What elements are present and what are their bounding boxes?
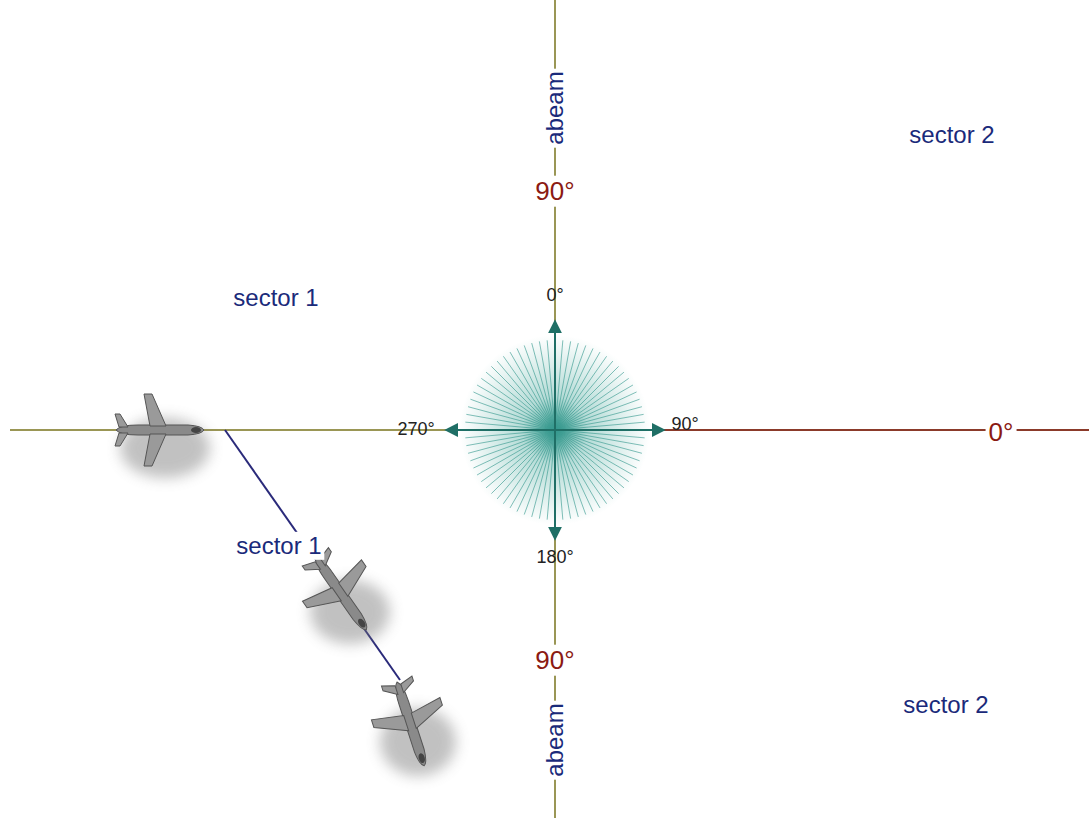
angle-label: 0° — [986, 417, 1017, 448]
abeam-label: abeam — [541, 68, 569, 147]
rose-stroke — [465, 430, 555, 438]
sector-label: sector 2 — [906, 121, 997, 149]
rose-stroke — [555, 430, 637, 468]
rose-stroke — [555, 430, 586, 515]
rose-stroke — [470, 430, 555, 461]
rose-stroke — [517, 430, 555, 512]
rose-stroke — [466, 430, 555, 446]
rose-stroke — [503, 356, 555, 430]
rose-stroke — [555, 430, 607, 504]
rose-stroke — [555, 414, 644, 430]
sector-label: sector 1 — [230, 284, 321, 312]
sector-label: sector 1 — [233, 532, 324, 560]
entry-track — [225, 430, 400, 680]
rose-stroke — [539, 341, 555, 430]
abeam-label: abeam — [541, 700, 569, 779]
rose-stroke — [555, 372, 624, 430]
rose-stroke — [555, 352, 600, 430]
rose-stroke — [555, 399, 640, 430]
compass-arrows — [447, 322, 663, 538]
angle-label: 90° — [532, 176, 577, 207]
rose-stroke — [468, 407, 555, 430]
heading-label: 180° — [533, 547, 576, 569]
inbound-line — [10, 429, 555, 431]
rose-stroke — [555, 430, 613, 499]
sector-label: sector 2 — [900, 691, 991, 719]
rose-stroke — [497, 361, 555, 430]
rose-stroke — [555, 430, 571, 519]
rose-stroke — [481, 430, 555, 482]
rose-stroke — [532, 430, 555, 517]
rose-stroke — [555, 343, 578, 430]
aircraft — [115, 394, 204, 466]
rose-stroke — [555, 378, 629, 430]
heading-label: 270° — [394, 419, 437, 441]
rose-stroke — [477, 385, 555, 430]
heading-label: 0° — [543, 285, 566, 307]
rose-stroke — [555, 422, 645, 430]
heading-label: 90° — [668, 414, 701, 436]
aircraft — [362, 670, 458, 777]
rose-stroke — [547, 340, 555, 430]
rose-stroke — [486, 430, 555, 488]
rose-stroke — [524, 345, 555, 430]
rose-stroke — [555, 348, 593, 430]
rose-stroke — [555, 430, 642, 453]
rose-stroke — [555, 430, 563, 520]
angle-label: 90° — [532, 645, 577, 676]
rose-stroke — [555, 430, 633, 475]
rose-stroke — [510, 430, 555, 508]
rose-stroke — [473, 392, 555, 430]
